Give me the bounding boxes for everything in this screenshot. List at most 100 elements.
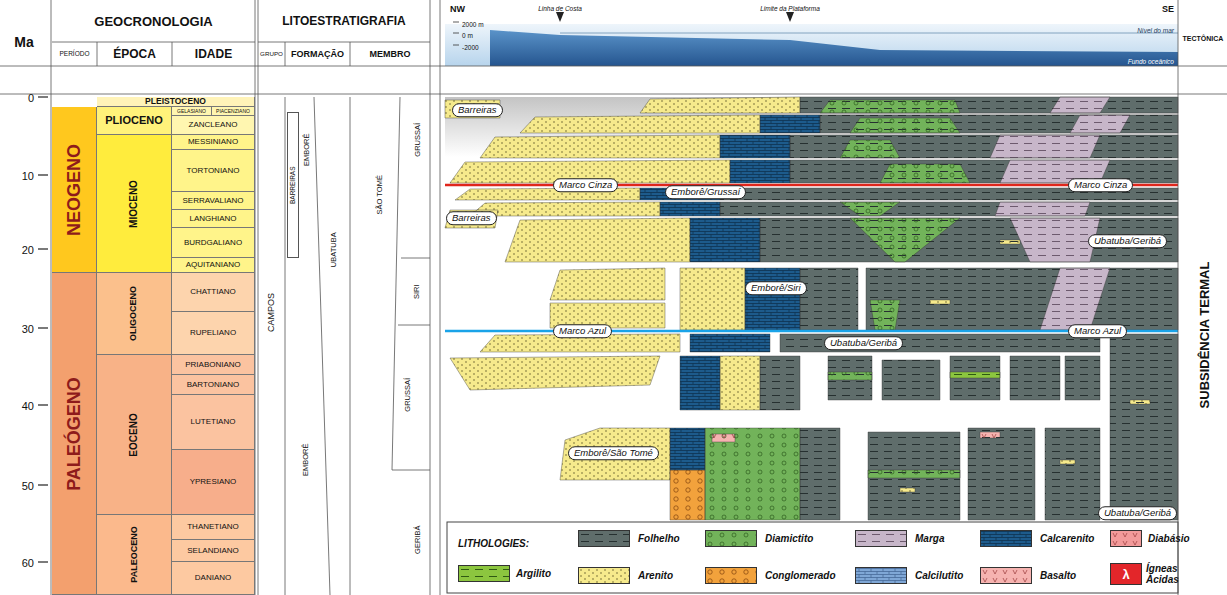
legend-text-box: Diabásio (1148, 533, 1190, 544)
chart-label: Nível do mar (1137, 27, 1174, 34)
legend-text: Diamictito (765, 532, 813, 543)
label-box: 30 (22, 320, 34, 336)
unit-callout: Barreiras (446, 211, 497, 225)
swatch-pattern (706, 531, 756, 546)
age-cell: TORTONIANO (172, 150, 255, 192)
age-cell: GELASIANO (172, 107, 212, 116)
age-cell: ZANCLEANO (172, 116, 255, 135)
label-box: 20 (22, 241, 34, 257)
cell-text: FORMAÇÃO (291, 50, 344, 59)
callout-text: Barreiras (452, 213, 491, 223)
cell-text: AQUITANIANO (186, 261, 241, 269)
label-box: SUBSIDÊNCIA TERMAL (1196, 262, 1212, 409)
label-box: 2000 m (462, 14, 484, 30)
swatch-pattern (706, 568, 756, 583)
member-label: SÃO TOMÉ (370, 140, 390, 250)
chart-label: SE (1162, 4, 1174, 14)
formation-label: EMBORÊ (296, 400, 314, 520)
cell-text: PLIOCENO (105, 115, 162, 126)
legend-text: Calcarenito (1040, 532, 1094, 543)
label-box: Fundo oceânico (1128, 51, 1174, 67)
axis-tick-label: 20 (22, 244, 34, 256)
header-cell: GEOCRONOLOGIA (52, 0, 255, 42)
callout-text: Marco Azul (1074, 326, 1121, 336)
cell-text: CAMPOS (267, 292, 276, 331)
swatch-pattern (579, 568, 629, 583)
cell-text: MEMBRO (370, 50, 411, 59)
epoch-band: EOCENO (97, 355, 172, 515)
cell-text: BARREIRAS (290, 166, 297, 204)
legend-text-box: Argilito (516, 568, 551, 579)
cell-text: SELANDIANO (187, 547, 239, 555)
label-box: λ (1122, 566, 1129, 582)
age-cell: DANIANO (172, 562, 255, 595)
chart-label: SUBSIDÊNCIA TERMAL (1197, 262, 1212, 409)
callout-text: Emborê/Grussaí (671, 187, 740, 197)
unit-callout: Emborê/Grussaí (665, 185, 746, 199)
cell-text: PERÍODO (60, 51, 90, 58)
axis-tick-label: 60 (22, 557, 34, 569)
chart-label: LITHOLOGIES: (458, 538, 529, 549)
unit-callout: Emborê/Siri (745, 281, 807, 295)
cell-text: LANGHIANO (189, 215, 236, 223)
cell-text: THANETIANO (187, 523, 239, 531)
legend-text-box: Basalto (1040, 570, 1076, 581)
chart-label: λ (1122, 567, 1129, 582)
legend-text-box: Calcilutito (915, 570, 963, 581)
header-cell: LITOESTRATIGRAFIA (258, 0, 430, 42)
legend-swatch (1110, 530, 1142, 547)
epoch-band: OLIGOCENO (97, 273, 172, 355)
legend-text: Ígneas Ácidas (1146, 563, 1179, 585)
unit-callout: Emborê/São Tomé (568, 446, 659, 460)
unit-callout: Marco Cinza (1068, 178, 1133, 192)
age-cell: LANGHIANO (172, 210, 255, 228)
cell-text: GRUSSAÍ (414, 123, 422, 157)
formation-box: BARREIRAS (287, 112, 299, 258)
label-box: Linha de Costa (538, 0, 582, 14)
chart-label: -2000 (462, 44, 479, 51)
period-band: PALEÓGENO (52, 273, 97, 595)
cell-text: BARTONIANO (187, 381, 240, 389)
legend-swatch (578, 530, 630, 547)
age-cell: PIACENZIANO (212, 107, 255, 116)
age-cell: LUTETIANO (172, 395, 255, 450)
cell-text: MESSINIANO (188, 138, 238, 146)
swatch-pattern (856, 531, 906, 546)
chart-label: Linha de Costa (538, 5, 582, 12)
legend-text-box: Arenito (638, 570, 673, 581)
callout-text: Emborê/São Tomé (574, 448, 653, 458)
cell-text: RUPELIANO (190, 329, 236, 337)
label-box: TECTÔNICA (1183, 28, 1224, 44)
legend-text: Folhelho (638, 532, 680, 543)
axis-tick-label: 40 (22, 400, 34, 412)
cell-text: NEOGENO (65, 143, 83, 235)
header-cell: PERÍODO (52, 42, 97, 66)
callout-text: Ubatuba/Geribá (830, 338, 897, 348)
age-cell: MESSINIANO (172, 135, 255, 150)
legend-text: Diabásio (1148, 532, 1190, 543)
callout-text: Marco Azul (559, 326, 606, 336)
unit-callout: Marco Azul (553, 324, 612, 338)
cell-text: PLEISTOCENO (145, 97, 206, 106)
callout-text: Barreiras (458, 105, 497, 115)
cell-text: SERRAVALIANO (182, 197, 243, 205)
unit-callout: Marco Cinza (553, 178, 618, 192)
callout-text: Emborê/Siri (751, 283, 801, 293)
cell-text: LUTETIANO (191, 418, 236, 426)
axis-tick-label: 30 (22, 323, 34, 335)
label-box: 50 (22, 477, 34, 493)
legend-swatch (980, 530, 1032, 547)
member-label: GRUSSAÍ (398, 350, 418, 440)
legend-text: Argilito (516, 567, 551, 578)
legend-text-box: Diamictito (765, 533, 813, 544)
legend-text-box: Marga (915, 533, 944, 544)
swatch-pattern (579, 531, 629, 546)
age-cell: AQUITANIANO (172, 258, 255, 273)
cell-text: IDADE (195, 48, 232, 60)
legend-swatch (705, 567, 757, 584)
label-box: SE (1162, 0, 1174, 15)
group-label: CAMPOS (258, 97, 285, 527)
cell-text: GRUSSAÍ (404, 378, 412, 412)
chart-label: 2000 m (462, 21, 484, 28)
